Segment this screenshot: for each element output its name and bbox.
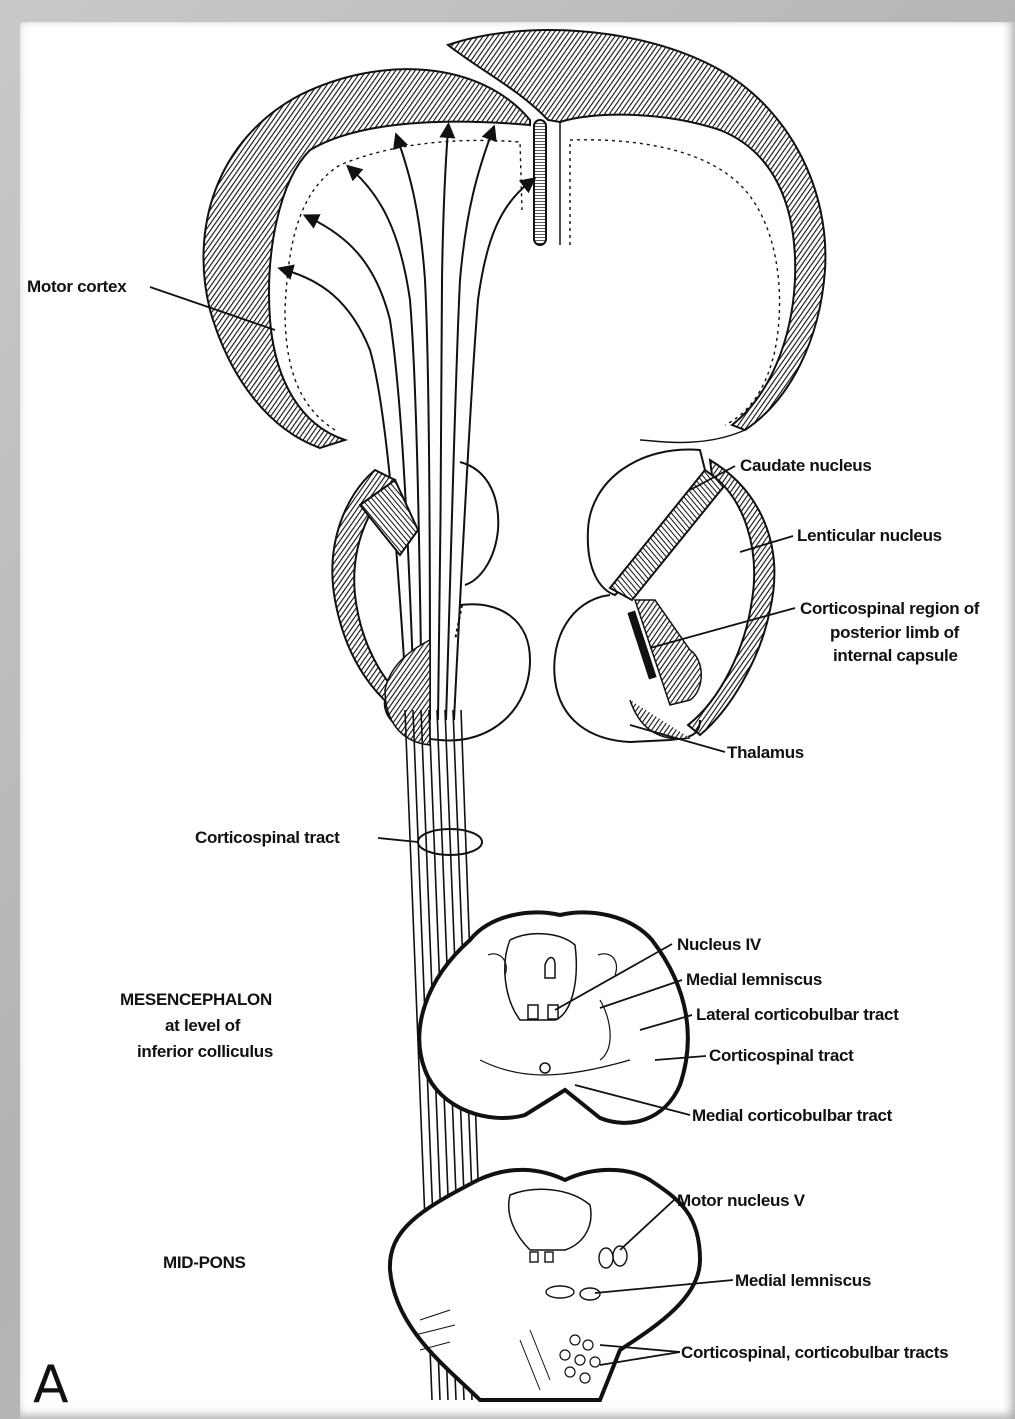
label-lenticular-nucleus: Lenticular nucleus [797,526,942,545]
label-caudate-nucleus: Caudate nucleus [740,456,872,475]
right-basal-ganglia [554,450,774,742]
label-capsule-line2: posterior limb of [830,623,960,642]
label-corticospinal-tract-upper: Corticospinal tract [195,828,340,847]
label-capsule-line1: Corticospinal region of [800,599,980,618]
label-mesencephalon-line2: at level of [165,1016,241,1035]
label-medial-lemniscus-pons: Medial lemniscus [735,1271,871,1290]
label-corticospinal-tract-mes: Corticospinal tract [709,1046,854,1065]
label-motor-nucleus-v: Motor nucleus V [677,1191,806,1210]
right-hemisphere-cortex [448,30,825,430]
label-corticospinal-corticobulbar: Corticospinal, corticobulbar tracts [681,1343,948,1362]
left-basal-ganglia [332,462,530,745]
right-caudate-band [610,470,725,600]
label-nucleus-iv: Nucleus IV [677,935,762,954]
label-capsule-line3: internal capsule [833,646,958,665]
label-mid-pons: MID-PONS [163,1253,246,1272]
label-medial-corticobulbar: Medial corticobulbar tract [692,1106,893,1125]
longitudinal-fissure [534,120,546,245]
right-dotted-line [570,140,780,425]
pons-outline [390,1170,700,1400]
label-mesencephalon-line3: inferior colliculus [137,1042,273,1061]
pons-section [390,1170,700,1400]
label-motor-cortex: Motor cortex [27,277,127,296]
mesencephalon-section [419,912,687,1122]
cerebral-hemispheres [203,30,825,448]
mesencephalon-outline [419,912,687,1122]
panel-letter: A [33,1355,69,1415]
label-medial-lemniscus-mes: Medial lemniscus [686,970,822,989]
label-lateral-corticobulbar: Lateral corticobulbar tract [696,1005,899,1024]
left-hemisphere-cortex [203,69,530,448]
label-thalamus: Thalamus [727,743,804,762]
corticospinal-fibers [285,130,530,720]
label-mesencephalon-line1: MESENCEPHALON [120,990,272,1009]
